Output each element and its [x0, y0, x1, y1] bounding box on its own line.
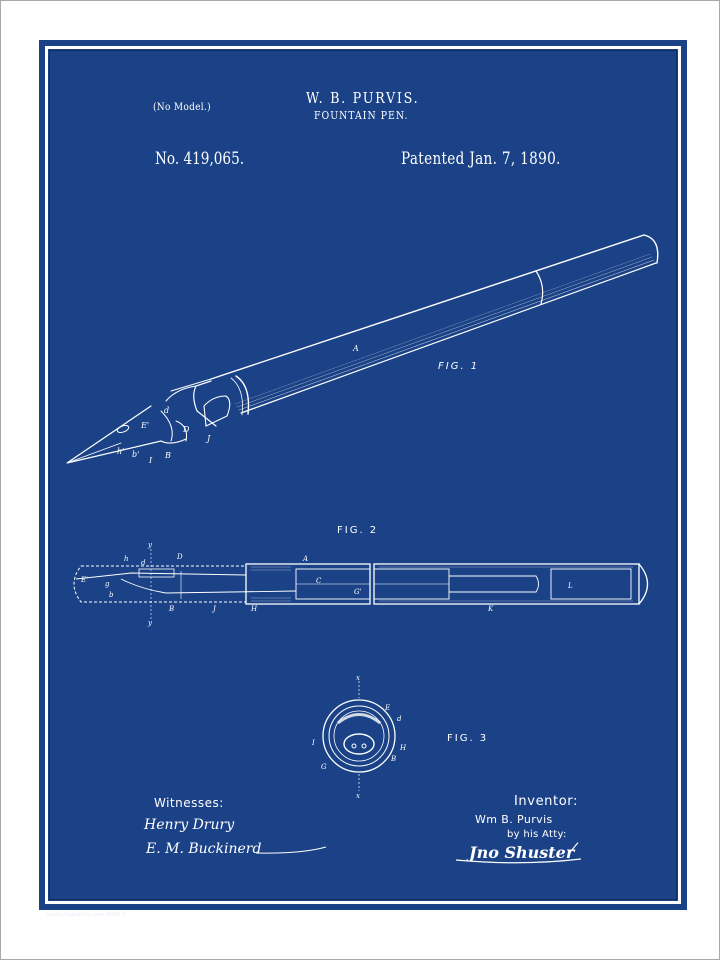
fig2-plunger-K: [449, 575, 539, 593]
fig2-label-d: d: [141, 559, 146, 567]
inventor-heading: Inventor:: [514, 794, 578, 809]
witness-signatures: Henry Drury E. M. Buckinerd: [143, 817, 261, 857]
witness-1-signature: Henry Drury: [143, 817, 235, 833]
fig1-label-b: b': [132, 450, 139, 459]
fig2-caption: FIG. 2: [337, 525, 379, 536]
fig2-dashed-cap-outline: [73, 565, 247, 603]
blueprint-poster: [39, 40, 687, 910]
fig2-label-G: G': [354, 588, 362, 596]
fig2-label-y-top: y: [147, 541, 153, 549]
attorney-flourish: [455, 842, 582, 864]
fig3-label-H: H: [399, 744, 407, 752]
fig2-label-L: L: [567, 582, 573, 590]
fig3-label-I: I: [311, 739, 315, 747]
fig1-label-J: J: [205, 434, 211, 443]
fig2-label-b: b: [109, 591, 114, 599]
fig1-feed-shoe: [203, 395, 231, 427]
fig2-label-K: K: [487, 605, 494, 613]
fig3-label-E: E: [384, 704, 390, 712]
fig2-part-labels: h d D A E' g b B J H C G' K L y y: [80, 541, 573, 627]
fig1-label-I: I: [148, 456, 153, 465]
fig1-barrel-top-edge: [210, 234, 645, 380]
fig2-label-g: g: [105, 580, 110, 588]
invention-title: FOUNTAIN PEN.: [314, 109, 409, 122]
fig3-label-B: B: [390, 755, 396, 763]
fig1-caption: FIG. 1: [438, 361, 480, 372]
fig1-label-h: h': [117, 447, 124, 456]
fig1-nib-vent-hole: [116, 425, 130, 433]
fig1-barrel-bottom-edge: [240, 262, 657, 414]
fig3-label-x-bottom: x: [356, 792, 360, 800]
fig2-end-cap: [638, 563, 649, 605]
attorney-signature-group: Jno Shuster: [466, 843, 576, 862]
fig1-cap-seam: [535, 270, 544, 305]
by-attorney-label: by his Atty:: [507, 829, 567, 840]
fig1-label-d: d: [164, 406, 169, 415]
fig2-label-C: C: [316, 577, 322, 585]
witness-2-flourish: [255, 846, 327, 854]
patent-date: Patented Jan. 7, 1890.: [401, 149, 561, 169]
fig2-chamber-L: [550, 568, 632, 600]
fig3-part-labels: x E d I H G B x: [311, 674, 407, 800]
fig3-caption: FIG. 3: [447, 733, 489, 744]
fig2-nib: [75, 572, 247, 580]
witness-2-signature: E. M. Buckinerd: [145, 841, 261, 857]
fig1-nib: [66, 405, 187, 464]
inventor-name: W. B. PURVIS.: [306, 89, 420, 107]
fig2-feed-bar: [120, 578, 297, 594]
poster-frame-outer: [45, 46, 681, 904]
fig3-label-d: d: [397, 715, 402, 723]
fig2-label-H: H: [250, 605, 258, 613]
fig2-label-B: B: [168, 605, 174, 613]
fig3-end-section-drawing: [322, 681, 396, 791]
patent-number: No. 419,065.: [155, 149, 245, 169]
fig2-label-A: A: [302, 555, 308, 563]
fig3-label-x-top: x: [356, 674, 360, 682]
fig3-feed-bar: [343, 733, 375, 755]
fig1-label-D: D: [182, 425, 190, 434]
fig2-label-J: J: [211, 605, 217, 613]
fig3-label-G: G: [321, 763, 327, 771]
fig1-label-A: A: [352, 344, 359, 353]
attorney-signature: Jno Shuster: [466, 843, 576, 862]
fig1-label-E: E': [140, 421, 149, 430]
inventor-signature: Wm B. Purvis: [475, 813, 553, 826]
witnesses-heading: Witnesses:: [154, 796, 224, 810]
fig2-label-E: E': [80, 576, 88, 584]
no-model-note: (No Model.): [153, 102, 211, 113]
studio-credit: studio21graphix.com 2020 ©: [46, 912, 128, 918]
fig1-part-labels: A E' d D J I B h' b': [117, 344, 359, 465]
fig1-ferrule-ring: [235, 375, 250, 415]
fig1-label-B: B: [164, 451, 171, 460]
fig1-end-cap: [643, 234, 659, 264]
fig2-label-h: h: [124, 555, 129, 563]
fig2-section-drawing: [73, 549, 649, 619]
fig1-pen-drawing: [66, 234, 659, 464]
fig3-outer-ring: [322, 699, 396, 773]
fig2-label-y-bottom: y: [147, 619, 153, 627]
fig2-label-D: D: [176, 553, 183, 561]
poster-frame-inner: [49, 50, 677, 900]
